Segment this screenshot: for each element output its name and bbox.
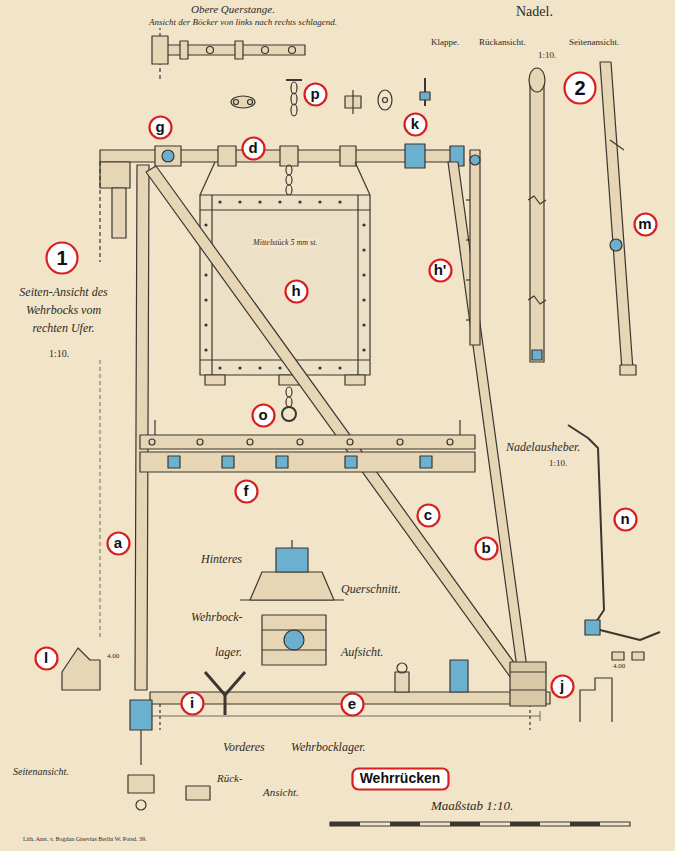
dimension: 4.00 bbox=[106, 652, 120, 660]
callout-letter: b bbox=[481, 540, 490, 557]
callout-outline bbox=[551, 675, 573, 697]
scale-note: 1:10. bbox=[548, 458, 568, 469]
callout-outline bbox=[285, 280, 307, 302]
callout-letter: o bbox=[258, 407, 267, 424]
callout-outline bbox=[429, 259, 451, 281]
callout-letter: n bbox=[620, 511, 629, 528]
view-title: Wehrbock- bbox=[190, 610, 244, 624]
callout-letter: i bbox=[190, 695, 194, 712]
callout-outline bbox=[417, 504, 439, 526]
callout-letter: e bbox=[348, 696, 356, 713]
callout-circle: j bbox=[550, 674, 575, 699]
view-name: Ansicht. bbox=[262, 786, 300, 799]
view-name: Aufsicht. bbox=[340, 645, 384, 659]
view-name: Querschnitt. bbox=[340, 582, 402, 596]
callout-circle: g bbox=[148, 115, 173, 140]
view-title: Nadelausheber. bbox=[505, 440, 581, 454]
scale-title: Maaßstab 1:10. bbox=[430, 798, 514, 814]
callout-letter: h' bbox=[434, 262, 447, 279]
callout-letter: g bbox=[155, 119, 164, 136]
callout-outline bbox=[181, 692, 203, 714]
callout-letter: k bbox=[411, 116, 419, 133]
part-name-box: Wehrrücken bbox=[351, 767, 450, 791]
callout-letter: c bbox=[424, 507, 432, 524]
callout-letter: h bbox=[291, 283, 300, 300]
callout-letter: 2 bbox=[574, 77, 585, 99]
callout-letter: m bbox=[638, 216, 651, 233]
callout-circle: 1 bbox=[45, 241, 79, 275]
printer-imprint: Lith. Anst. v. Bogdan Gisevius Berlin W.… bbox=[22, 836, 148, 843]
callout-letter: f bbox=[244, 483, 249, 500]
callout-outline bbox=[304, 83, 326, 105]
scale-note: 1:10. bbox=[48, 348, 70, 360]
callout-circle: i bbox=[180, 691, 205, 716]
view-note: Ansicht der Böcker von links nach rechts… bbox=[148, 17, 338, 28]
callout-circle: m bbox=[633, 212, 658, 237]
callout-circle: e bbox=[340, 692, 365, 717]
part-note: Mittelstück 5 mm st. bbox=[252, 238, 318, 248]
callout-circle: f bbox=[234, 479, 259, 504]
callout-letter: a bbox=[114, 535, 122, 552]
callout-circle: d bbox=[241, 136, 266, 161]
callout-outline bbox=[341, 693, 363, 715]
view-title: Nadel. bbox=[515, 4, 554, 21]
callout-circle: c bbox=[416, 503, 441, 528]
callout-outline bbox=[404, 113, 426, 135]
callout-outline bbox=[565, 73, 596, 104]
callout-outline bbox=[107, 532, 129, 554]
callout-outline bbox=[242, 137, 264, 159]
callout-circle: a bbox=[106, 531, 131, 556]
callout-circle: h' bbox=[428, 258, 453, 283]
callout-circle: k bbox=[403, 112, 428, 137]
callout-outline bbox=[47, 243, 78, 274]
view-name: Klappe. bbox=[430, 37, 460, 48]
callout-letter: l bbox=[44, 650, 48, 667]
view-name: Rückansicht. bbox=[478, 37, 527, 48]
view-title: Hinteres bbox=[200, 552, 243, 566]
callout-letter: 1 bbox=[56, 247, 67, 269]
view-title: Seiten-Ansicht des Wehrbocks vom rechten… bbox=[10, 283, 117, 337]
view-name: Seitenansicht. bbox=[12, 766, 70, 778]
part-name: Wehrrücken bbox=[360, 771, 441, 786]
dimension: 4.00 bbox=[612, 662, 626, 670]
callout-circle: h bbox=[284, 279, 309, 304]
callout-outline bbox=[634, 213, 656, 235]
frame-outline bbox=[352, 769, 448, 790]
view-name: Rück- bbox=[216, 772, 244, 785]
callout-circle: n bbox=[613, 507, 638, 532]
view-name: Seitenansicht. bbox=[568, 37, 620, 48]
callout-circle: l bbox=[34, 646, 59, 671]
callout-circle: p bbox=[303, 82, 328, 107]
view-title: Obere Querstange. bbox=[190, 3, 276, 16]
view-title: Wehrbocklager. bbox=[290, 740, 367, 754]
callout-circle: 2 bbox=[563, 71, 597, 105]
view-title: lager. bbox=[214, 645, 243, 659]
callout-circle: o bbox=[251, 403, 276, 428]
scale-note: 1:10. bbox=[537, 50, 557, 61]
callout-outline bbox=[614, 508, 636, 530]
callout-circle: b bbox=[474, 536, 499, 561]
callout-letter: p bbox=[310, 86, 319, 103]
callout-outline bbox=[235, 480, 257, 502]
view-title: Vorderes bbox=[222, 740, 266, 754]
callout-outline bbox=[149, 116, 171, 138]
callout-outline bbox=[252, 404, 274, 426]
callout-letter: d bbox=[248, 140, 257, 157]
callout-letter: j bbox=[560, 678, 564, 695]
callout-outline bbox=[475, 537, 497, 559]
callout-outline bbox=[35, 647, 57, 669]
